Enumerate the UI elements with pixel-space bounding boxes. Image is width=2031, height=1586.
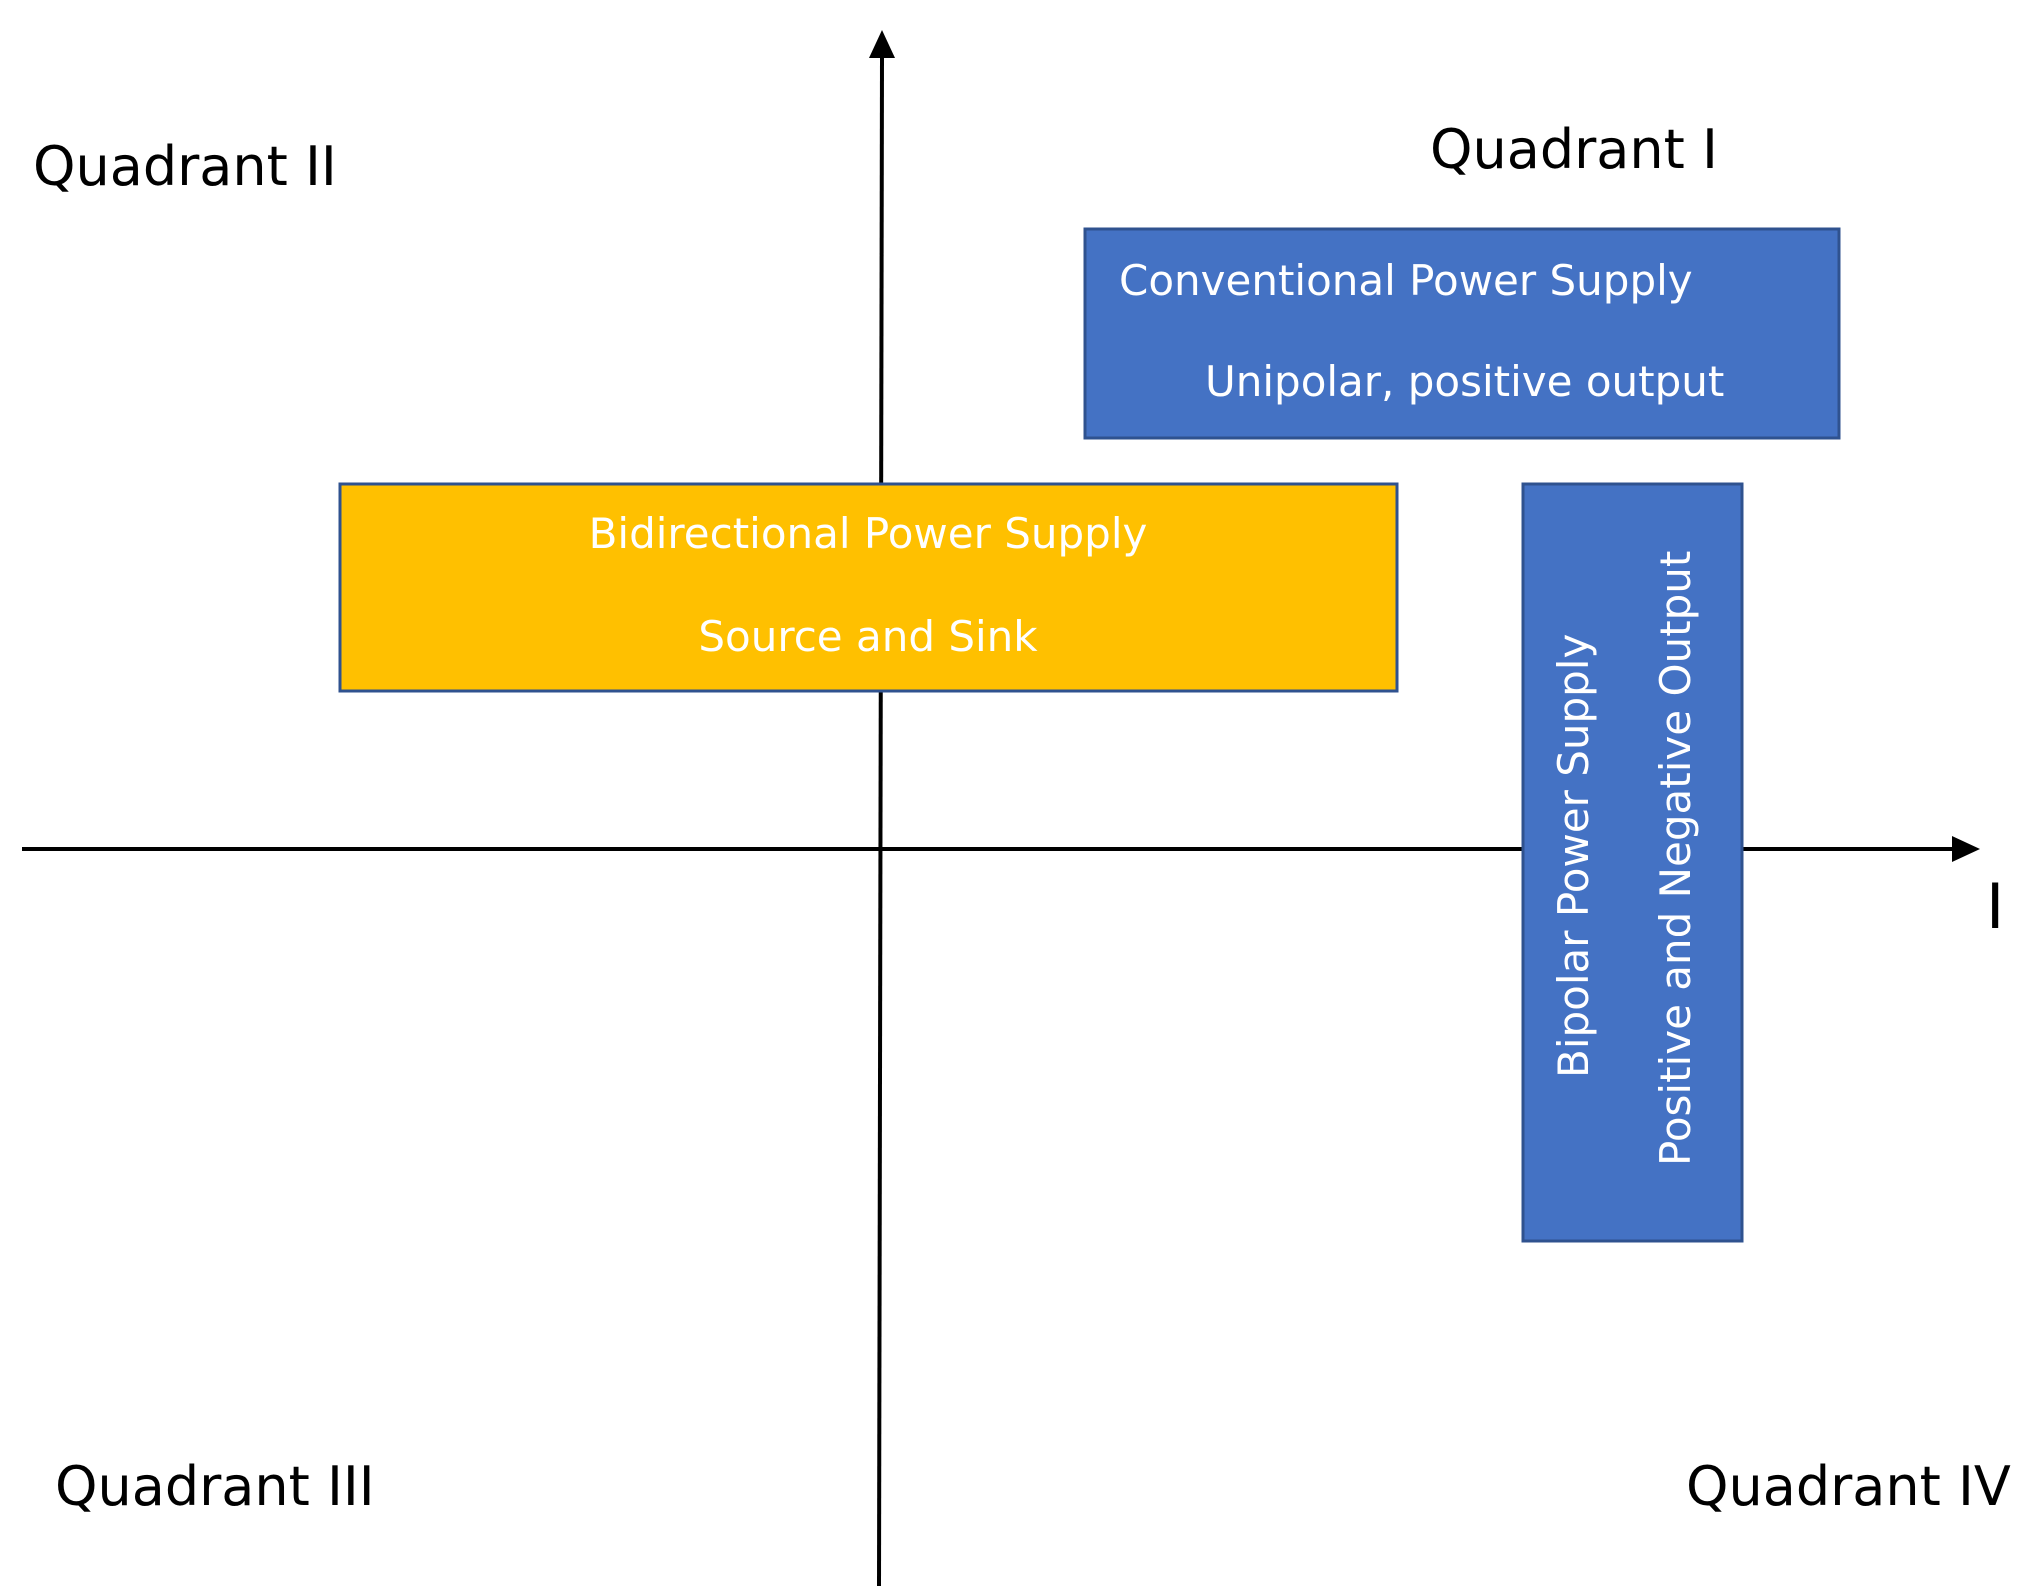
vertical-axis bbox=[877, 57, 884, 1586]
conventional-box-rect bbox=[1083, 227, 1841, 440]
conventional-power-supply-box: Conventional Power Supply Unipolar, posi… bbox=[1083, 227, 1841, 440]
x-axis-label: I bbox=[1986, 870, 2004, 943]
quadrant-i-label: Quadrant I bbox=[1430, 118, 1718, 181]
quadrant-iii-label: Quadrant III bbox=[55, 1455, 375, 1518]
bipolar-power-supply-box: Bipolar Power Supply Positive and Negati… bbox=[1521, 482, 1744, 1243]
horizontal-axis-arrowhead bbox=[1952, 836, 1980, 862]
vertical-axis-arrowhead bbox=[869, 30, 895, 58]
quadrant-iv-label: Quadrant IV bbox=[1686, 1455, 2011, 1518]
conventional-box-subtitle: Unipolar, positive output bbox=[1205, 357, 1724, 406]
bidirectional-power-supply-box: Bidirectional Power Supply Source and Si… bbox=[338, 482, 1399, 693]
bidirectional-box-title: Bidirectional Power Supply bbox=[589, 509, 1148, 558]
quadrant-ii-label: Quadrant II bbox=[33, 135, 337, 198]
bipolar-box-subtitle: Positive and Negative Output bbox=[1651, 551, 1700, 1166]
conventional-box-title: Conventional Power Supply bbox=[1119, 256, 1693, 305]
bidirectional-box-subtitle: Source and Sink bbox=[698, 612, 1038, 661]
bipolar-box-rect bbox=[1521, 482, 1744, 1243]
bipolar-box-title: Bipolar Power Supply bbox=[1549, 634, 1598, 1078]
bidirectional-box-rect bbox=[338, 482, 1399, 693]
